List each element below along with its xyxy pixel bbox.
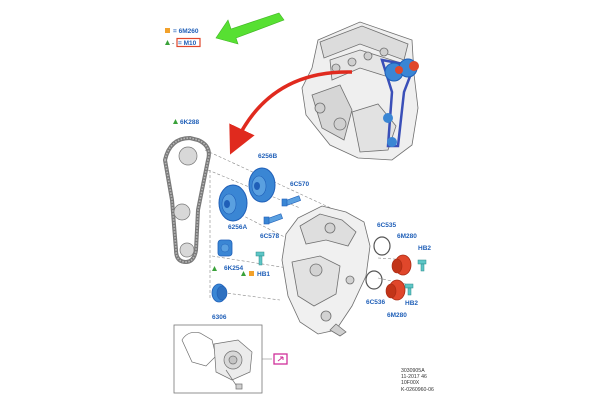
label-gear-upper: 6256B xyxy=(258,153,277,160)
water-pump-inset xyxy=(173,324,263,394)
vct-6m280-upper xyxy=(391,254,412,276)
legend-m10-highlight xyxy=(176,37,201,48)
label-idler: 6306 xyxy=(212,314,227,321)
bolt-hb2-upper xyxy=(417,259,427,272)
label-vct-upper: 6M280 xyxy=(397,233,417,240)
reference-line1: 3030905A xyxy=(401,368,425,374)
label-vct-lower: 6M280 xyxy=(387,312,407,319)
legend-line1: = 6M260 xyxy=(173,28,199,35)
legend: = 6M260 - = M10 xyxy=(165,28,201,48)
tensioner-icons: 6K254 xyxy=(212,265,244,272)
timing-belt xyxy=(162,135,211,265)
engine-timing-drive xyxy=(380,58,419,148)
idler-6306 xyxy=(211,283,228,303)
engine-tensioner xyxy=(383,113,393,123)
seal-6c535 xyxy=(373,236,391,256)
label-gear-lower: 6256A xyxy=(228,224,247,231)
gear-6256b xyxy=(248,167,276,203)
gear-6256a xyxy=(218,184,248,222)
legend-orange-square-icon xyxy=(165,28,170,33)
reference-line3: 10F00X xyxy=(401,380,420,387)
green-arrow-icon xyxy=(215,12,285,45)
bolt-hb2-lower xyxy=(404,283,414,296)
label-hb2-lower: HB2 xyxy=(405,300,418,307)
timing-cover xyxy=(281,205,371,337)
bolt-6c578 xyxy=(263,213,283,225)
reference-block: 3030905A 11-2017 46 10F00X K-0260960-06 xyxy=(401,368,434,393)
hb1-icons: HB1 xyxy=(241,271,270,278)
label-belt-group: 6K288 xyxy=(173,119,200,126)
reference-line2: 11-2017 46 xyxy=(401,374,427,381)
label-seal-upper: 6C535 xyxy=(377,222,397,229)
legend-line2: = M10 xyxy=(178,40,197,47)
engine-vct-right xyxy=(409,61,419,71)
label-hb2-upper: HB2 xyxy=(418,245,431,252)
label-bolt-lower: 6C578 xyxy=(260,233,280,240)
vct-6m280-lower xyxy=(385,279,406,301)
engine-vct-left xyxy=(395,66,403,74)
engine-block xyxy=(301,21,419,161)
legend-dash: - xyxy=(172,40,174,47)
tensioner-6k254 xyxy=(217,239,233,257)
inset-callout xyxy=(262,353,288,365)
label-bolt-upper: 6C570 xyxy=(290,181,310,188)
tensioner-green-triangle-icon xyxy=(212,266,217,271)
seal-6c536 xyxy=(365,270,383,290)
bolt-6c570 xyxy=(281,195,301,207)
legend-green-triangle-icon xyxy=(165,40,170,45)
label-seal-lower: 6C536 xyxy=(366,299,386,306)
engine-crank-gear xyxy=(387,137,397,147)
belt-warning-triangle-icon xyxy=(173,119,178,124)
reference-line4: K-0260960-06 xyxy=(401,386,434,393)
label-tensioner: 6K254 xyxy=(224,265,244,272)
hb1-green-triangle-icon xyxy=(241,271,246,276)
red-curved-arrow-icon xyxy=(229,70,353,155)
hb1-orange-square-icon xyxy=(249,271,254,276)
label-hb1: HB1 xyxy=(257,271,270,278)
bolt-hb1 xyxy=(255,251,265,266)
label-belt: 6K288 xyxy=(180,119,200,126)
